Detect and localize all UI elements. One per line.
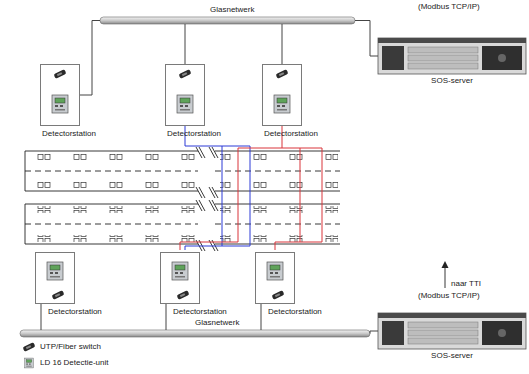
station-label: Detectorstation — [42, 129, 96, 139]
network-label: Glasnetwerk — [210, 5, 254, 15]
station-label: Detectorstation — [264, 129, 318, 139]
detector-station: Detectorstation — [255, 252, 295, 304]
network-link — [355, 21, 378, 57]
fiber-network-bus: Glasnetwerk — [100, 17, 355, 24]
station-label: Detectorstation — [268, 307, 322, 317]
destination-label: naar TTI — [451, 279, 481, 289]
protocol-label: (Modbus TCP/IP) — [418, 2, 480, 12]
station-label: Detectorstation — [167, 129, 221, 139]
network-label: Glasnetwerk — [195, 318, 239, 328]
detector-station: Detectorstation — [160, 252, 200, 304]
station-label: Detectorstation — [48, 307, 102, 317]
detector-station: Detectorstation — [165, 64, 205, 126]
station-label: Detectorstation — [173, 307, 227, 317]
network-link — [370, 331, 378, 334]
legend-text: UTP/Fiber switch — [40, 342, 101, 352]
network-link — [282, 24, 283, 64]
network-link — [41, 304, 42, 330]
server-label: SOS-server — [431, 351, 473, 361]
sos-server: SOS-server — [378, 38, 526, 74]
detector-station: Detectorstation — [40, 64, 80, 126]
network-link — [261, 304, 262, 330]
detector-station: Detectorstation — [262, 64, 302, 126]
detector-station: Detectorstation — [35, 252, 75, 304]
network-link — [80, 21, 100, 96]
network-link — [185, 24, 186, 64]
protocol-label: (Modbus TCP/IP) — [418, 291, 480, 301]
network-link — [166, 304, 167, 330]
server-label: SOS-server — [431, 76, 473, 86]
sos-server: SOS-server — [378, 313, 526, 349]
fiber-network-bus: Glasnetwerk — [20, 330, 370, 337]
legend-text: LD 16 Detectie-unit — [40, 358, 108, 368]
